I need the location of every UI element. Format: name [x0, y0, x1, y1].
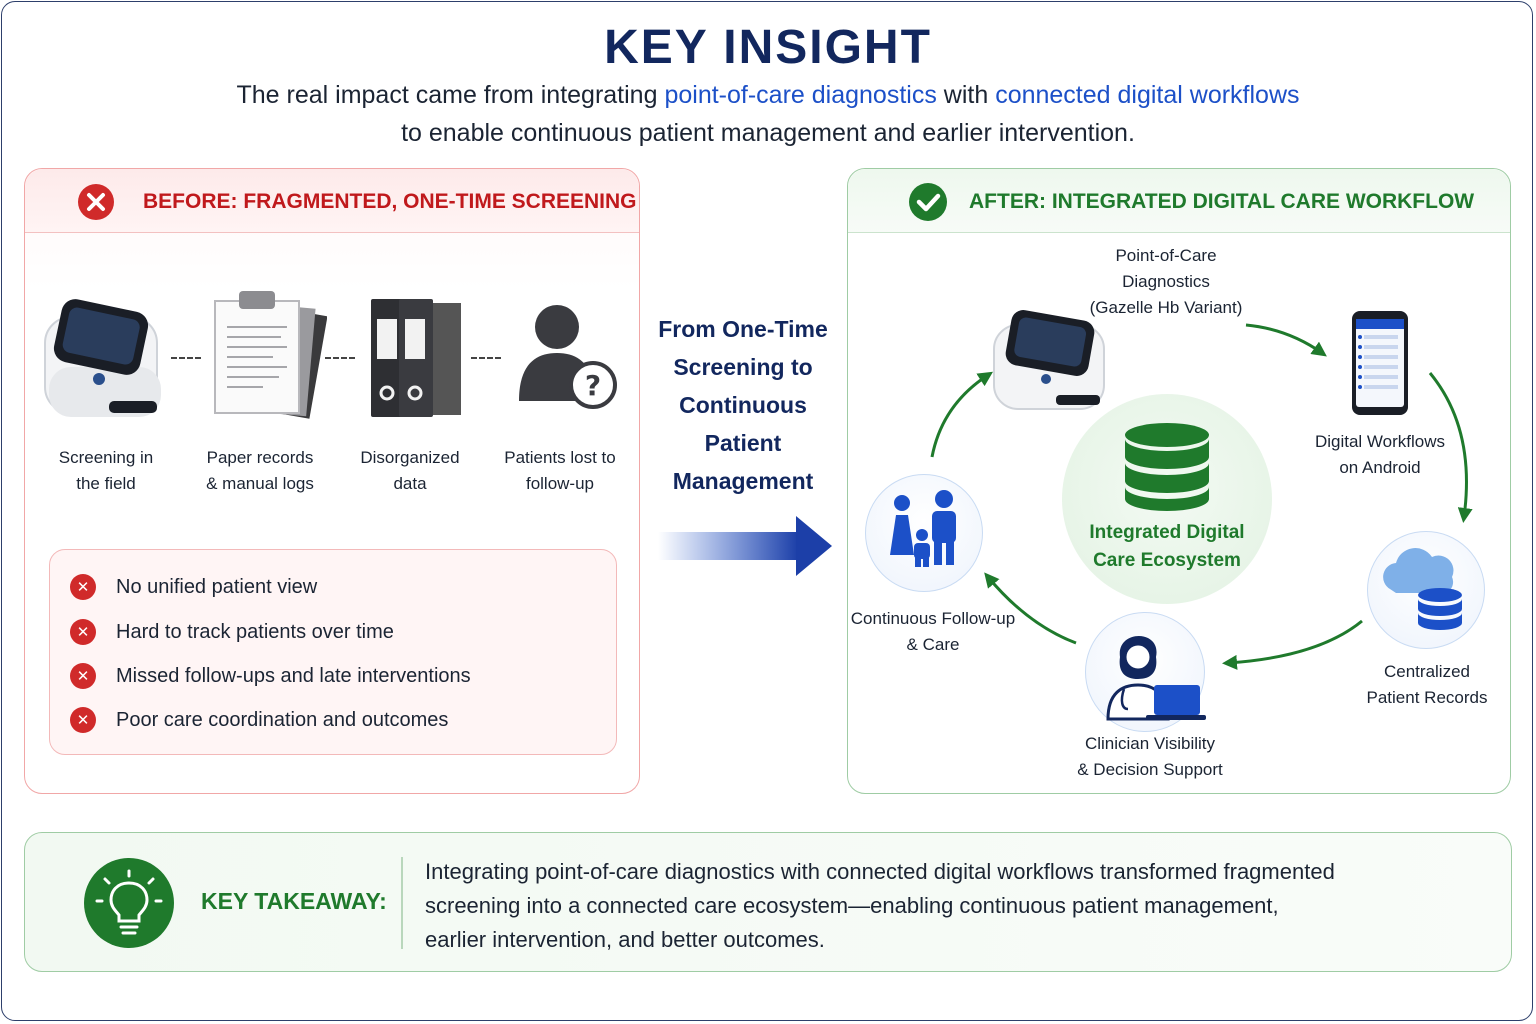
arrow-clinician-to-followup	[984, 572, 1077, 645]
subtitle-line-2: to enable continuous patient management …	[401, 119, 1135, 147]
x-icon: ✕	[70, 707, 96, 733]
clipboard-icon	[203, 287, 327, 422]
takeaway-panel: KEY TAKEAWAY: Integrating point-of-care …	[24, 832, 1512, 972]
issue-item: Missed follow-ups and late interventions	[116, 665, 471, 687]
node-label-clinician: Clinician Visibility & Decision Support	[1077, 734, 1223, 779]
subtitle-highlight-poc: point-of-care diagnostics	[664, 81, 937, 109]
x-icon: ✕	[70, 619, 96, 645]
arrow-workflows-to-records	[1428, 372, 1473, 523]
smartphone-icon	[1350, 309, 1410, 417]
step-connector	[471, 357, 501, 359]
takeaway-divider	[401, 857, 403, 949]
transition-arrow-icon	[656, 512, 836, 582]
before-heading: BEFORE: FRAGMENTED, ONE-TIME SCREENING	[143, 190, 637, 213]
page-title: KEY INSIGHT	[604, 21, 932, 74]
binders-icon	[365, 289, 465, 419]
after-heading: AFTER: INTEGRATED DIGITAL CARE WORKFLOW	[969, 190, 1475, 213]
issue-item: Poor care coordination and outcomes	[116, 709, 449, 731]
cloud-database-icon	[1382, 543, 1472, 635]
family-icon	[882, 489, 966, 573]
node-label-poc: Point-of-Care Diagnostics (Gazelle Hb Va…	[1089, 246, 1243, 317]
node-label-followup: Continuous Follow-up & Care	[850, 609, 1016, 654]
after-panel-header: AFTER: INTEGRATED DIGITAL CARE WORKFLOW	[848, 169, 1510, 233]
subtitle-text-1: The real impact came from integrating	[236, 81, 665, 109]
clinician-laptop-icon	[1098, 623, 1208, 723]
node-label-records: Centralized Patient Records	[1366, 662, 1488, 707]
step-caption-paper: Paper records& manual logs	[206, 448, 314, 493]
handheld-device-icon	[39, 297, 169, 427]
svg-text:?: ?	[585, 369, 601, 402]
arrow-followup-to-poc	[930, 371, 994, 458]
takeaway-label: KEY TAKEAWAY:	[201, 888, 387, 914]
subtitle-text-2: with	[936, 81, 996, 109]
x-icon: ✕	[70, 574, 96, 600]
page-subtitle: The real impact came from integrating po…	[120, 76, 1416, 152]
database-icon	[1122, 421, 1212, 513]
lightbulb-icon	[83, 857, 175, 949]
arrow-poc-to-workflows	[1245, 323, 1327, 357]
check-circle-icon	[908, 182, 948, 222]
step-connector	[325, 357, 355, 359]
x-icon: ✕	[70, 663, 96, 689]
transition-label: From One-Time Screening to Continuous Pa…	[658, 316, 828, 494]
person-question-icon: ?	[515, 299, 619, 409]
step-connector	[171, 357, 201, 359]
issues-box: ✕ No unified patient view ✕ Hard to trac…	[49, 549, 617, 755]
before-panel-header: BEFORE: FRAGMENTED, ONE-TIME SCREENING	[25, 169, 639, 233]
takeaway-text: Integrating point-of-care diagnostics wi…	[425, 859, 1335, 952]
issue-item: No unified patient view	[116, 576, 318, 598]
arrow-records-to-clinician	[1222, 619, 1363, 670]
x-circle-icon	[77, 183, 115, 221]
handheld-device-icon	[988, 309, 1110, 417]
subtitle-highlight-workflows: connected digital workflows	[995, 81, 1300, 109]
node-label-workflows: Digital Workflows on Android	[1314, 432, 1446, 477]
issue-item: Hard to track patients over time	[116, 621, 394, 643]
before-panel: BEFORE: FRAGMENTED, ONE-TIME SCREENING	[24, 168, 640, 794]
cycle-arrows	[930, 323, 1473, 670]
after-panel: AFTER: INTEGRATED DIGITAL CARE WORKFLOW …	[847, 168, 1511, 794]
